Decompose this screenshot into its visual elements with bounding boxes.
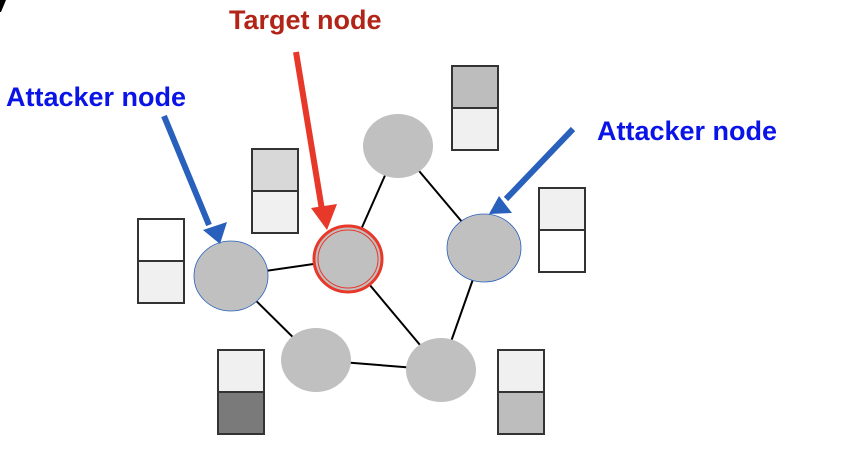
target-node-label: Target node — [229, 5, 382, 35]
target-arrow — [293, 51, 337, 230]
feature-box-top — [451, 65, 499, 151]
nodes — [193, 114, 522, 402]
feature-cell-top — [538, 187, 586, 231]
target-arrow-head — [311, 204, 337, 230]
attacker-node-label-left: Attacker node — [6, 82, 186, 112]
node-left — [193, 240, 269, 312]
feature-cell-bottom — [451, 107, 499, 151]
node-target-inner-ring — [317, 229, 379, 289]
feature-cell-bottom — [137, 260, 185, 304]
node-right — [446, 213, 522, 283]
target-arrow-shaft — [293, 51, 325, 211]
attacker-arrow-left-head — [203, 222, 227, 244]
feature-box-left — [137, 218, 185, 304]
feature-cell-bottom — [538, 229, 586, 273]
attacker-arrow-right — [489, 126, 576, 214]
attacker-node-label-right: Attacker node — [597, 116, 777, 146]
feature-boxes — [137, 65, 586, 435]
feature-cell-top — [217, 349, 265, 393]
feature-cell-bottom — [217, 391, 265, 435]
attacker-arrow-right-shaft — [503, 126, 576, 202]
feature-cell-bottom — [251, 190, 299, 234]
feature-cell-bottom — [497, 391, 545, 435]
attacker-arrow-left-shaft — [161, 114, 212, 227]
attacker-arrow-left — [161, 114, 227, 244]
node-bottom-right — [406, 338, 476, 402]
feature-cell-top — [497, 349, 545, 393]
feature-box-bottom-mid — [217, 349, 265, 435]
node-target — [312, 224, 384, 294]
feature-box-target — [251, 148, 299, 234]
feature-box-bottom-right — [497, 349, 545, 435]
corner-mark — [0, 0, 6, 12]
feature-cell-top — [251, 148, 299, 192]
feature-cell-top — [451, 65, 499, 109]
attacker-arrow-right-head — [489, 196, 512, 214]
node-top — [363, 114, 433, 178]
feature-cell-top — [137, 218, 185, 262]
node-bottom-mid — [281, 328, 351, 392]
feature-box-right — [538, 187, 586, 273]
